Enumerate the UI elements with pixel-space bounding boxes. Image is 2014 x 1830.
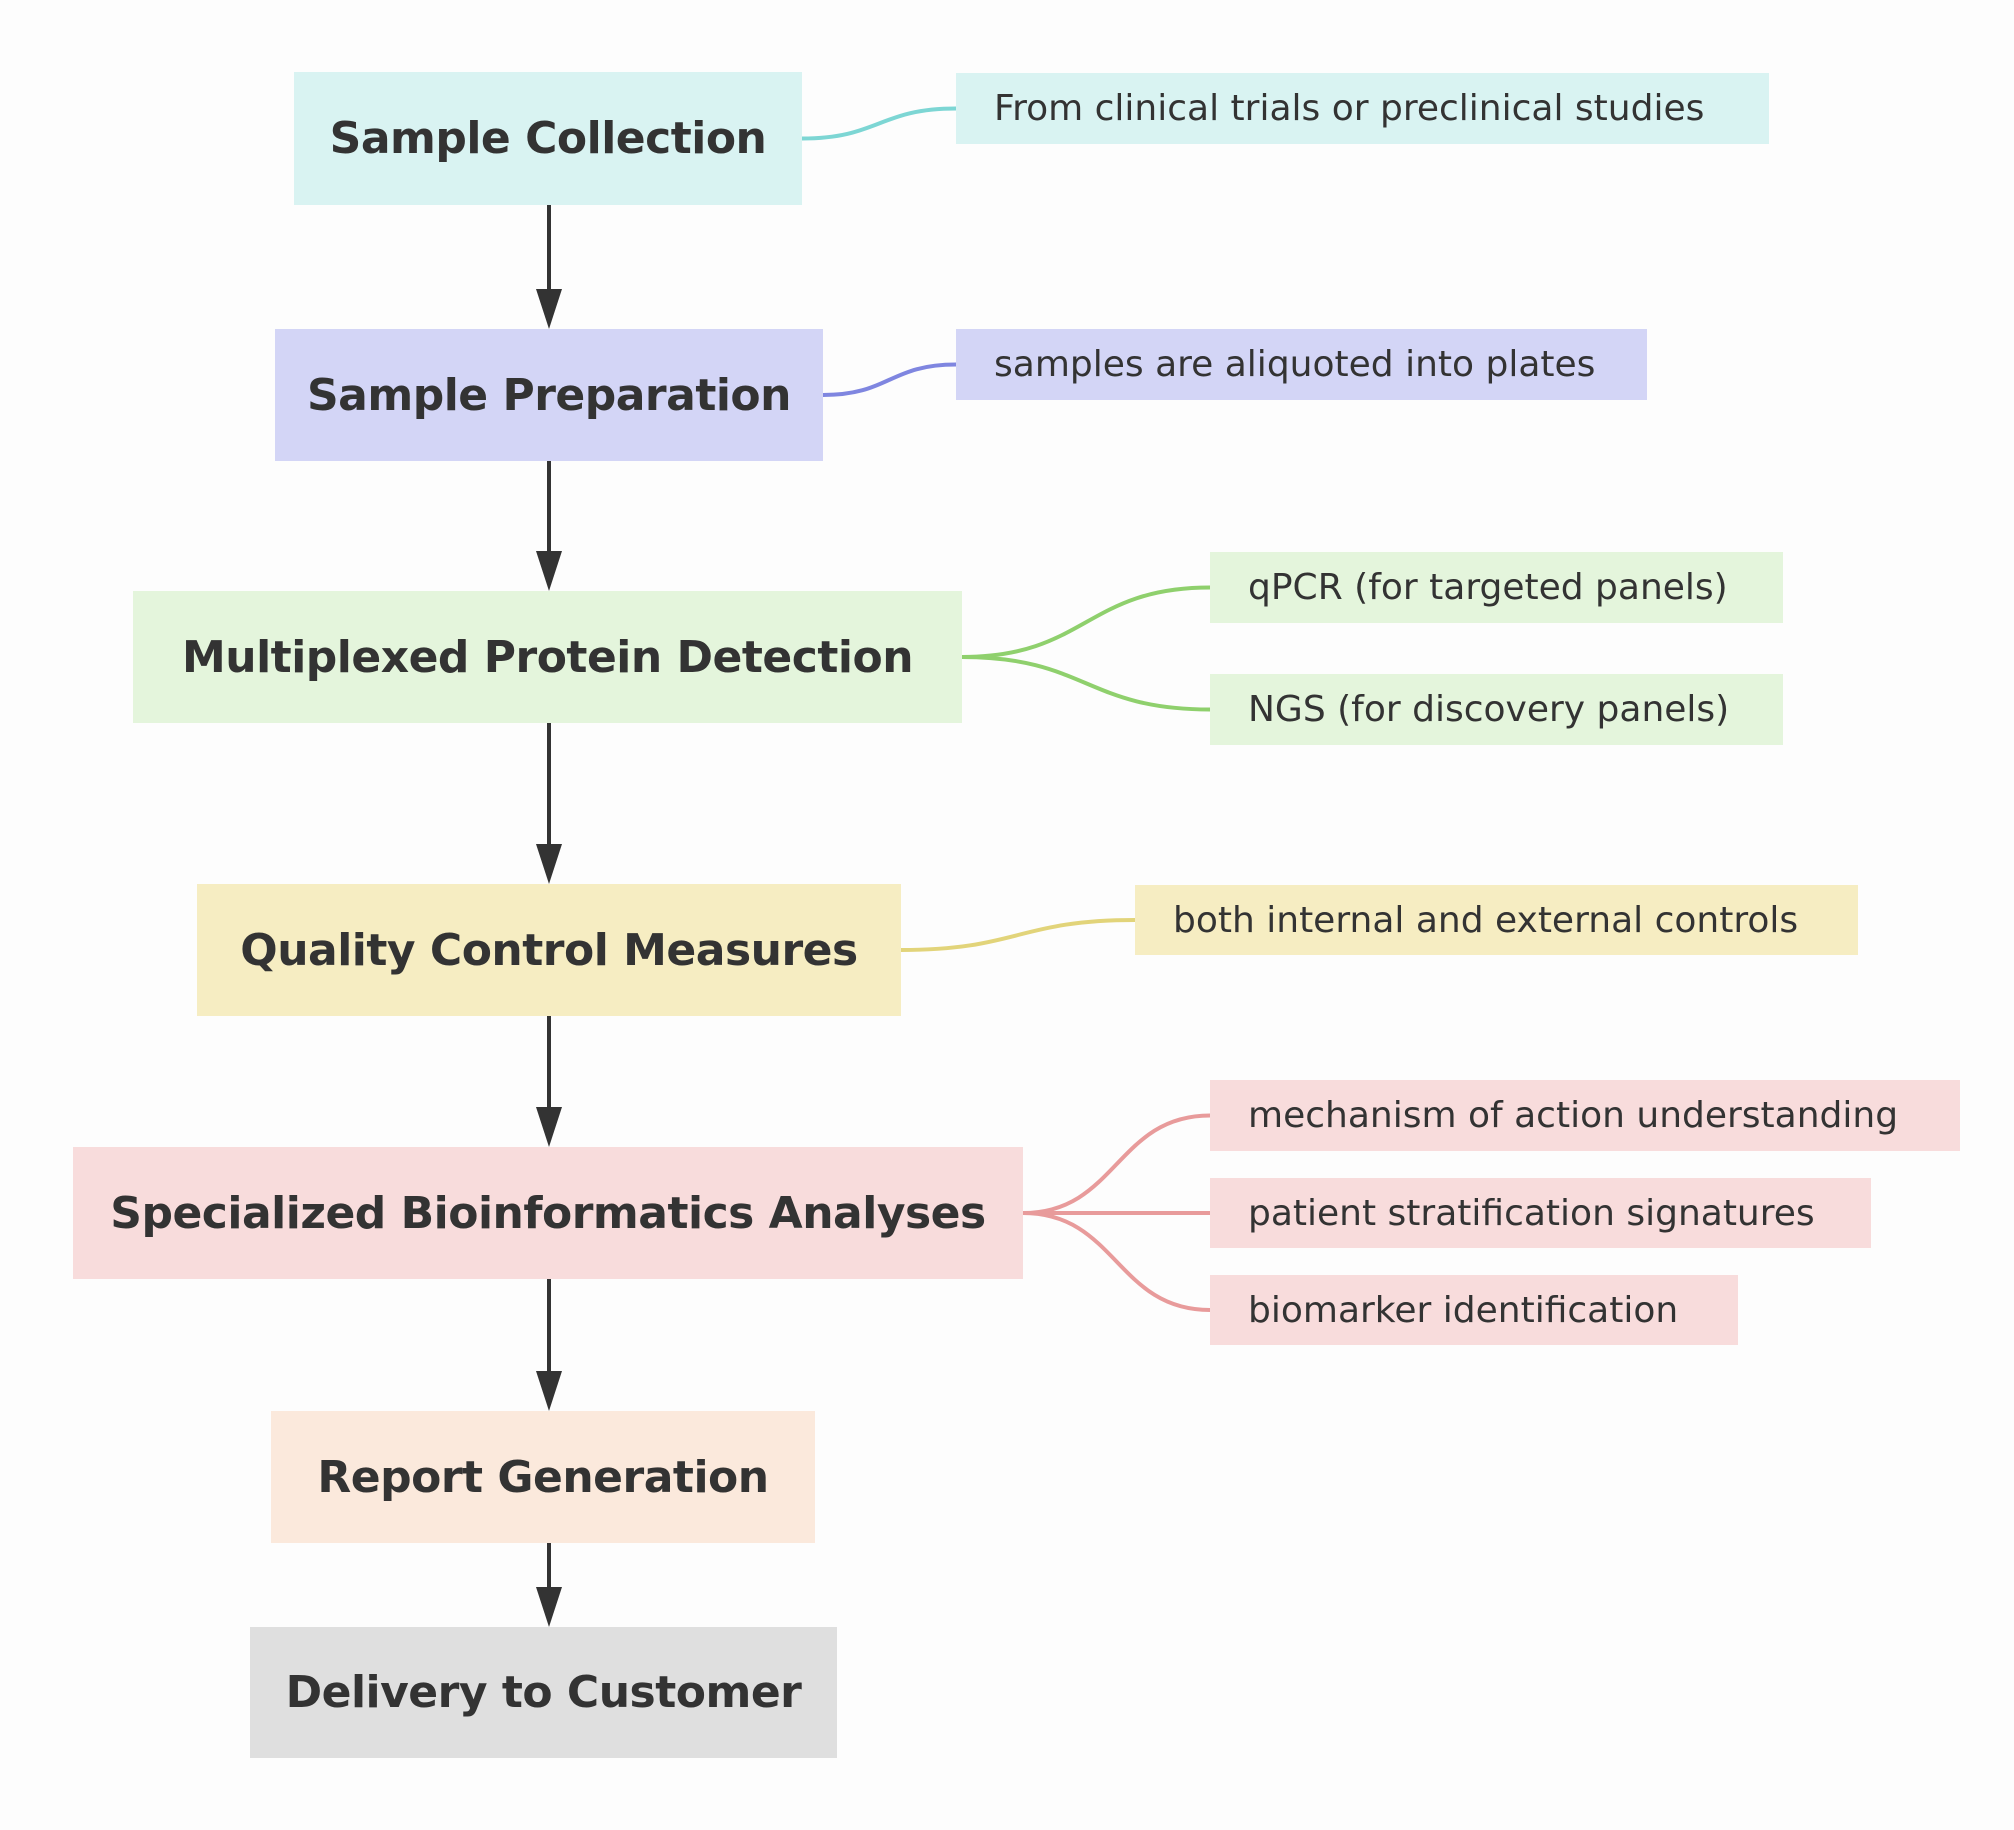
note-controls[interactable]: both internal and external controls: [1135, 885, 1858, 955]
branch-connector: [822, 362, 957, 397]
arrowhead-icon: [536, 844, 562, 884]
note-label: samples are aliquoted into plates: [994, 344, 1596, 385]
note-aliquoted-plates[interactable]: samples are aliquoted into plates: [956, 329, 1647, 400]
step-specialized-bioinformatics-analyses[interactable]: Specialized Bioinformatics Analyses: [73, 1147, 1023, 1279]
step-label: Delivery to Customer: [285, 1667, 802, 1718]
step-label: Specialized Bioinformatics Analyses: [110, 1187, 986, 1239]
step-label: Report Generation: [317, 1451, 769, 1503]
note-label: biomarker identification: [1248, 1289, 1679, 1331]
note-label: mechanism of action understanding: [1248, 1095, 1899, 1136]
step-sample-preparation[interactable]: Sample Preparation: [275, 329, 823, 461]
step-delivery-to-customer[interactable]: Delivery to Customer: [250, 1627, 837, 1758]
branch-connector: [900, 918, 1136, 952]
note-clinical-source[interactable]: From clinical trials or preclinical stud…: [956, 73, 1769, 144]
note-ngs[interactable]: NGS (for discovery panels): [1210, 674, 1783, 745]
arrowhead-icon: [536, 289, 562, 329]
step-quality-control-measures[interactable]: Quality Control Measures: [197, 884, 901, 1016]
note-label: From clinical trials or preclinical stud…: [994, 88, 1705, 129]
note-label: patient stratification signatures: [1248, 1192, 1815, 1234]
step-label: Multiplexed Protein Detection: [181, 631, 914, 683]
branch-connector: [801, 106, 957, 141]
arrowhead-icon: [536, 1371, 562, 1411]
note-qpcr[interactable]: qPCR (for targeted panels): [1210, 552, 1783, 623]
step-sample-collection[interactable]: Sample Collection: [294, 72, 802, 205]
step-label: Quality Control Measures: [240, 924, 858, 976]
note-label: NGS (for discovery panels): [1248, 689, 1730, 730]
note-label: both internal and external controls: [1173, 899, 1799, 941]
arrowhead-icon: [536, 1107, 562, 1147]
step-report-generation[interactable]: Report Generation: [271, 1411, 815, 1543]
note-mechanism-of-action[interactable]: mechanism of action understanding: [1210, 1080, 1960, 1151]
branch-connector: [1022, 1211, 1211, 1312]
step-multiplexed-protein-detection[interactable]: Multiplexed Protein Detection: [133, 591, 962, 723]
branch-connector: [1022, 1113, 1211, 1215]
note-label: qPCR (for targeted panels): [1248, 567, 1728, 608]
note-biomarker-identification[interactable]: biomarker identification: [1210, 1275, 1738, 1345]
arrowhead-icon: [536, 551, 562, 591]
note-patient-stratification[interactable]: patient stratification signatures: [1210, 1178, 1871, 1248]
step-label: Sample Preparation: [306, 369, 792, 421]
arrowhead-icon: [536, 1587, 562, 1627]
branch-connector: [961, 585, 1211, 659]
step-label: Sample Collection: [329, 113, 767, 164]
branch-connector: [961, 655, 1211, 712]
